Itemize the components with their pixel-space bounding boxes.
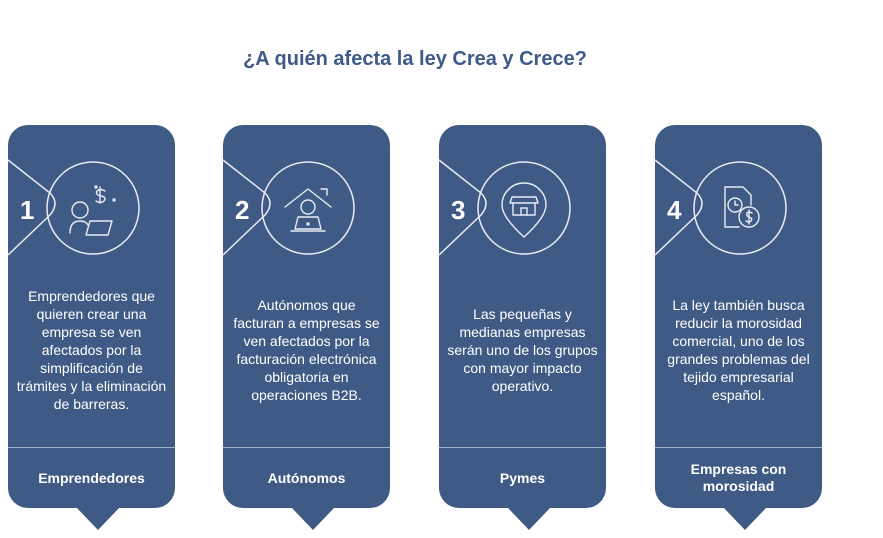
pointer-arrow	[291, 507, 335, 530]
divider	[655, 447, 822, 448]
audience-card-2: 2 Autónomos que facturan a empresas se v…	[223, 125, 390, 530]
card-label: Empresas con morosidad	[690, 461, 787, 494]
card-number: 4	[667, 195, 682, 225]
audience-card-4: 4 La ley también busca reducir la morosi…	[655, 125, 822, 530]
home-office-laptop-icon	[284, 188, 332, 232]
invoice-clock-dollar-icon	[724, 186, 760, 228]
card-description: La ley también busca reducir la morosida…	[667, 297, 810, 403]
number-chevron-decoration	[223, 159, 355, 256]
entrepreneur-laptop-dollar-icon	[69, 185, 116, 236]
card-description: Emprendedores que quieren crear una empr…	[16, 288, 167, 412]
card-label: Autónomos	[267, 469, 346, 486]
audience-card-1: 1 Emprendedores que quieren crear una em…	[8, 125, 175, 530]
card-number: 3	[451, 195, 466, 225]
divider	[223, 447, 390, 448]
card-label: Pymes	[499, 469, 546, 486]
pointer-arrow	[723, 507, 767, 530]
card-number: 1	[20, 195, 35, 225]
number-chevron-decoration	[439, 159, 571, 256]
card-description: Autónomos que facturan a empresas se ven…	[233, 297, 380, 403]
page-title: ¿A quién afecta la ley Crea y Crece?	[243, 48, 587, 70]
number-chevron-decoration	[8, 159, 140, 256]
store-location-pin-icon	[501, 182, 547, 238]
card-number: 2	[235, 195, 250, 225]
audience-card-3: 3 Las pequeñas y medianas empresas serán…	[439, 125, 606, 530]
card-description: Las pequeñas y medianas empresas serán u…	[447, 306, 598, 394]
pointer-arrow	[507, 507, 551, 530]
pointer-arrow	[76, 507, 120, 530]
divider	[439, 447, 606, 448]
divider	[8, 447, 175, 448]
number-chevron-decoration	[655, 159, 787, 256]
card-label: Emprendedores	[38, 469, 145, 486]
